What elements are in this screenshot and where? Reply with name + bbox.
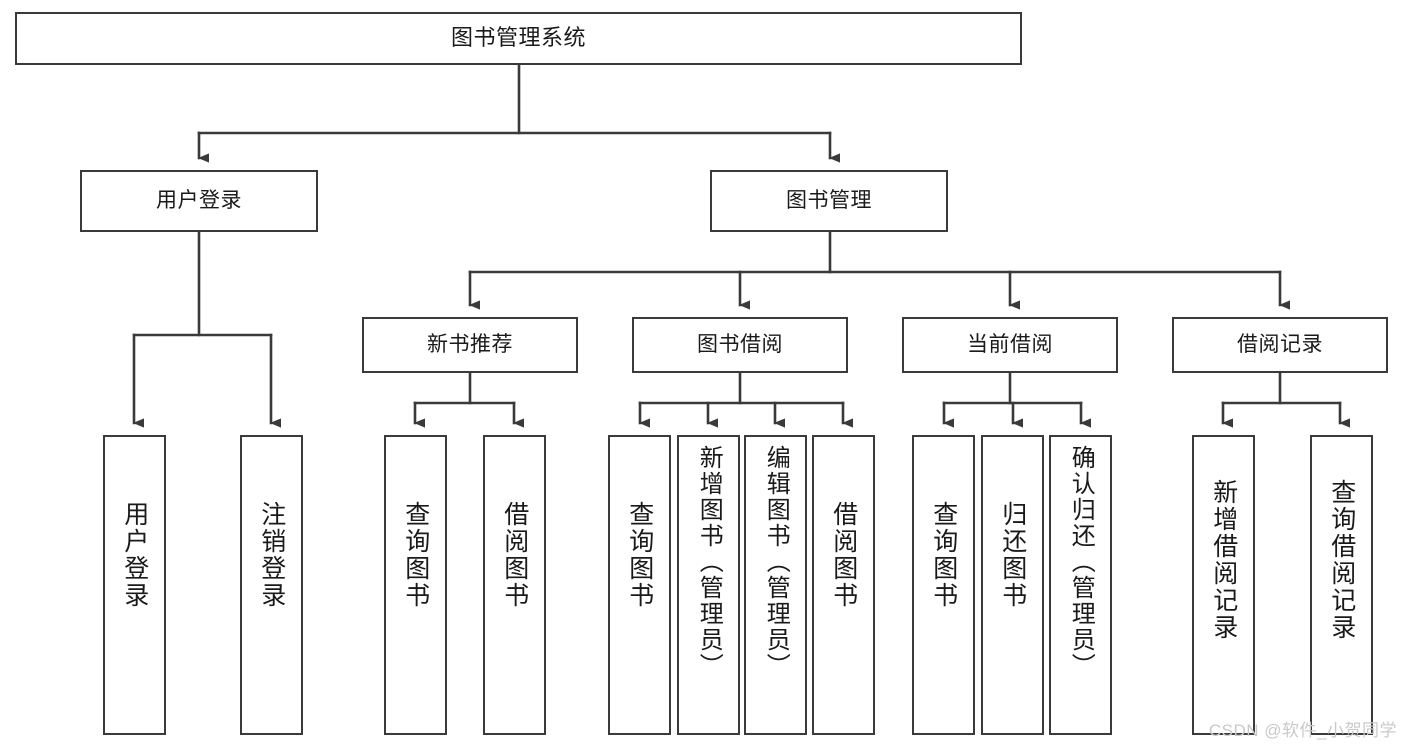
node-current-borrow[interactable]: 当前借阅 <box>902 317 1118 373</box>
leaf-user-login[interactable]: 用户登录 <box>103 435 166 735</box>
node-root-system[interactable]: 图书管理系统 <box>15 12 1022 65</box>
node-label: 注销登录 <box>257 501 286 609</box>
leaf-logout[interactable]: 注销登录 <box>240 435 303 735</box>
node-label: 借阅图书 <box>500 501 529 609</box>
leaf-query-book-borrow[interactable]: 查询图书 <box>608 435 671 735</box>
node-label: 图书管理系统 <box>450 25 586 51</box>
node-label: 查询图书 <box>929 501 958 609</box>
node-label: 图书借阅 <box>697 333 783 357</box>
node-book-borrow[interactable]: 图书借阅 <box>632 317 848 373</box>
leaf-confirm-return-admin[interactable]: 确认归还（管理员） <box>1049 435 1112 735</box>
node-label: 确认归还（管理员） <box>1067 445 1095 679</box>
leaf-query-borrow-record[interactable]: 查询借阅记录 <box>1310 435 1373 735</box>
node-label: 借阅图书 <box>829 501 858 609</box>
node-label: 用户登录 <box>156 189 242 213</box>
node-user-login[interactable]: 用户登录 <box>80 170 318 232</box>
node-label: 新书推荐 <box>427 333 513 357</box>
leaf-add-borrow-record[interactable]: 新增借阅记录 <box>1192 435 1255 735</box>
leaf-query-book-recommend[interactable]: 查询图书 <box>384 435 447 735</box>
leaf-add-book-admin[interactable]: 新增图书（管理员） <box>677 435 740 735</box>
leaf-edit-book-admin[interactable]: 编辑图书（管理员） <box>744 435 807 735</box>
node-book-management[interactable]: 图书管理 <box>710 170 948 232</box>
csdn-watermark: CSDN @软件_小贺同学 <box>1208 721 1397 740</box>
leaf-borrow-book[interactable]: 借阅图书 <box>812 435 875 735</box>
node-borrow-records[interactable]: 借阅记录 <box>1172 317 1388 373</box>
leaf-query-book-current[interactable]: 查询图书 <box>912 435 975 735</box>
node-label: 新增借阅记录 <box>1209 479 1238 641</box>
leaf-borrow-book-recommend[interactable]: 借阅图书 <box>483 435 546 735</box>
node-label: 查询图书 <box>401 501 430 609</box>
node-label: 用户登录 <box>120 501 149 609</box>
node-label: 新增图书（管理员） <box>695 445 723 679</box>
node-new-book-recommend[interactable]: 新书推荐 <box>362 317 578 373</box>
node-label: 查询借阅记录 <box>1327 479 1356 641</box>
leaf-return-book[interactable]: 归还图书 <box>981 435 1044 735</box>
node-label: 借阅记录 <box>1237 333 1323 357</box>
node-label: 归还图书 <box>998 501 1027 609</box>
node-label: 编辑图书（管理员） <box>762 445 790 679</box>
node-label: 当前借阅 <box>967 333 1053 357</box>
node-label: 查询图书 <box>625 501 654 609</box>
node-label: 图书管理 <box>786 189 872 213</box>
